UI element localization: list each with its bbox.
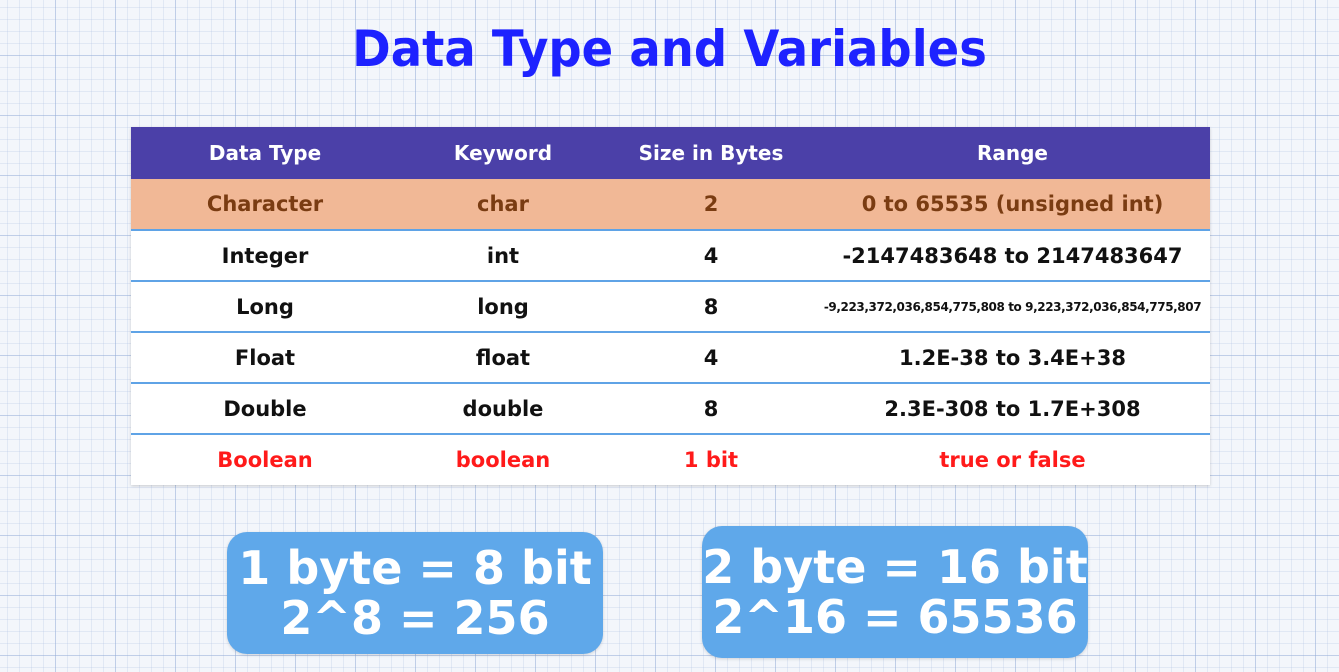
cell-keyword: float (475, 345, 531, 370)
cell-type: Double (223, 396, 307, 421)
cell-range: 1.2E-38 to 3.4E+38 (899, 345, 1126, 370)
cell-type: Integer (221, 243, 309, 268)
cell-size: 4 (703, 243, 719, 268)
cell-range: -2147483648 to 2147483647 (842, 243, 1183, 268)
note-line: 2 byte = 16 bit (702, 540, 1088, 594)
table-row: Float float 4 1.2E-38 to 3.4E+38 (131, 332, 1210, 383)
table-row: Double double 8 2.3E-308 to 1.7E+308 (131, 383, 1210, 434)
table-header-row: Data Type Keyword Size in Bytes Range (131, 127, 1210, 179)
cell-keyword: char (477, 192, 529, 216)
cell-range: 2.3E-308 to 1.7E+308 (884, 396, 1141, 421)
cell-size: 8 (703, 396, 719, 421)
cell-size: 1 bit (683, 448, 739, 472)
cell-type: Boolean (217, 448, 313, 472)
table-row: Long long 8 -9,223,372,036,854,775,808 t… (131, 281, 1210, 332)
byte-note-1: 1 byte = 8 bit 2^8 = 256 (227, 532, 603, 654)
data-type-table: Data Type Keyword Size in Bytes Range Ch… (131, 127, 1210, 485)
cell-keyword: int (486, 243, 520, 268)
header-size: Size in Bytes (638, 141, 784, 165)
cell-size: 4 (703, 345, 719, 370)
byte-note-2: 2 byte = 16 bit 2^16 = 65536 (702, 526, 1088, 658)
table-row: Boolean boolean 1 bit true or false (131, 434, 1210, 485)
cell-type: Character (206, 192, 324, 216)
cell-range: 0 to 65535 (unsigned int) (861, 192, 1164, 216)
cell-range: true or false (939, 448, 1086, 472)
note-line: 2^16 = 65536 (712, 590, 1078, 644)
page-title: Data Type and Variables (352, 20, 987, 78)
note-line: 1 byte = 8 bit (238, 541, 592, 595)
table-row: Character char 2 0 to 65535 (unsigned in… (131, 179, 1210, 230)
cell-type: Float (234, 345, 296, 370)
cell-range: -9,223,372,036,854,775,808 to 9,223,372,… (823, 299, 1202, 314)
cell-size: 2 (703, 192, 719, 216)
header-keyword: Keyword (453, 141, 553, 165)
cell-type: Long (236, 294, 294, 319)
cell-keyword: double (462, 396, 544, 421)
header-range: Range (976, 141, 1048, 165)
cell-keyword: long (477, 294, 529, 319)
header-data-type: Data Type (208, 141, 322, 165)
note-line: 2^8 = 256 (280, 591, 550, 645)
table-row: Integer int 4 -2147483648 to 2147483647 (131, 230, 1210, 281)
cell-size: 8 (703, 294, 719, 319)
cell-keyword: boolean (455, 448, 551, 472)
